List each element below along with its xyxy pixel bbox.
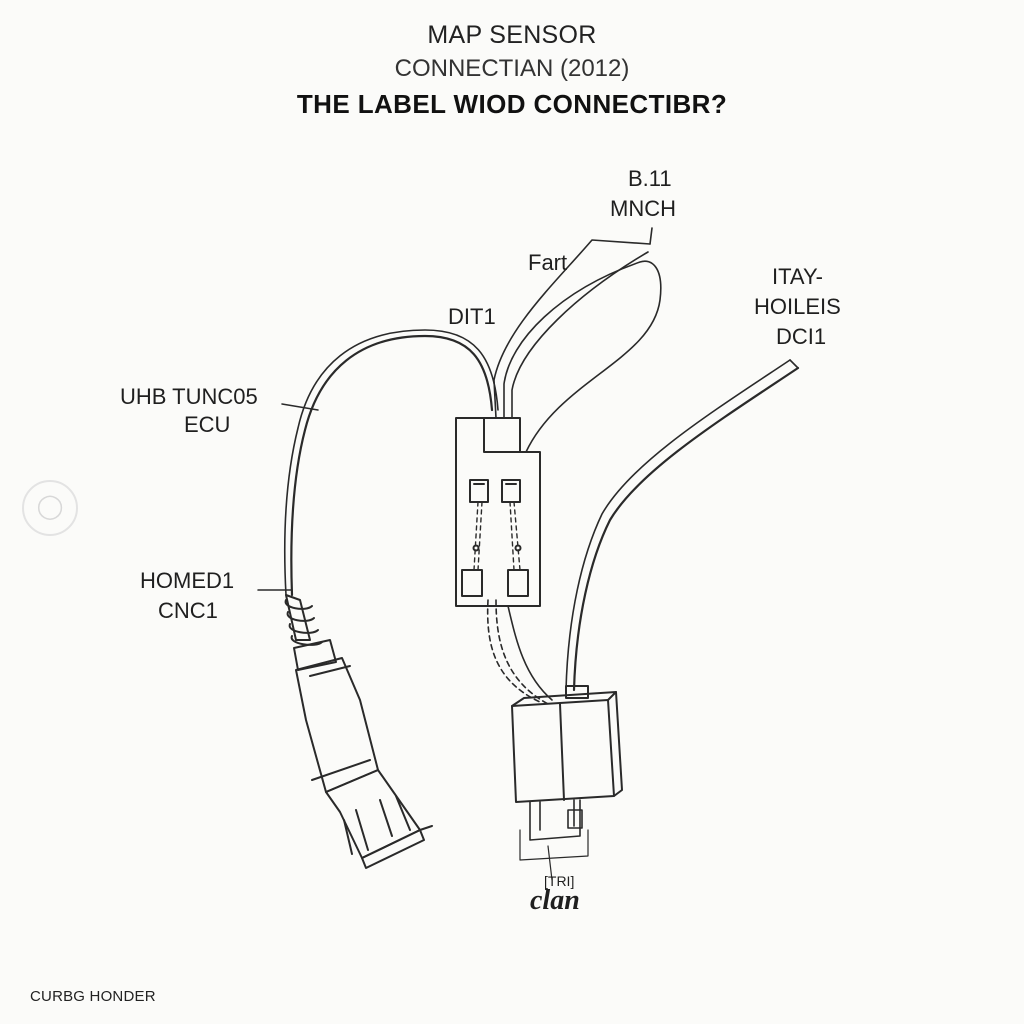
title-line-3: THE LABEL WIOD CONNECTIBR? [296, 89, 728, 119]
ghost-circle-icon: ◯ [22, 480, 78, 536]
label-b11: B.11 [628, 166, 672, 191]
label-homed1: HOMED1 [140, 568, 235, 593]
label-ecu: ECU [184, 412, 231, 437]
leader-uhb [281, 403, 319, 411]
label-fart: Fart [528, 250, 568, 275]
label-dit1: DIT1 [448, 304, 496, 329]
label-cnc1: CNC1 [158, 598, 218, 623]
title-block: MAP SENSOR CONNECTIAN (2012) THE LABEL W… [0, 18, 1024, 122]
footer-text: CURBG HONDER [30, 988, 156, 1005]
left-plug [284, 594, 433, 869]
label-tri: [TRI] [544, 873, 575, 889]
lower-wires [486, 599, 553, 705]
label-uhb-tunc05: UHB TUNC05 [120, 384, 258, 409]
label-itay: ITAY- [772, 264, 823, 289]
right-cable [565, 359, 800, 692]
label-mnch: MNCH [610, 196, 676, 221]
left-cable [283, 329, 499, 597]
sensor-module [455, 417, 541, 607]
title-line-1: MAP SENSOR [427, 21, 597, 49]
label-hoileis: HOILEIS [754, 294, 841, 319]
lower-sensor-body [511, 685, 623, 881]
label-dci1: DCI1 [776, 324, 827, 349]
top-wires [493, 227, 662, 453]
label-clan: clan [530, 885, 580, 916]
title-line-2: CONNECTIAN (2012) [394, 55, 630, 82]
